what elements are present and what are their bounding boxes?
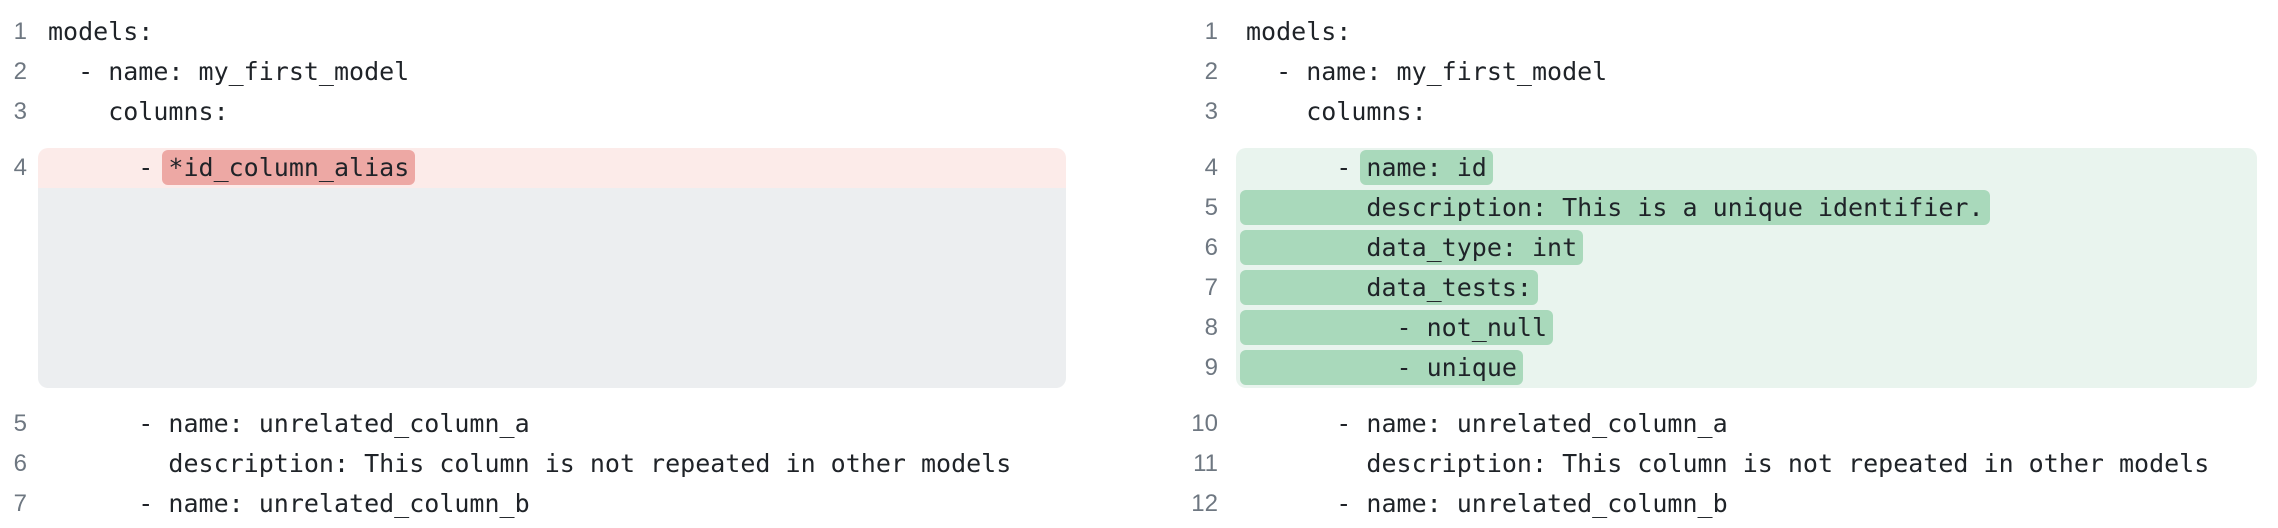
code-text: - name: unrelated_column_b bbox=[48, 489, 530, 518]
code-text: models: bbox=[1246, 17, 1352, 46]
code-line: 6 description: This column is not repeat… bbox=[0, 444, 1139, 484]
line-number: 1 bbox=[1204, 18, 1218, 45]
added-code-line: 8 - not_null bbox=[1139, 308, 2278, 348]
added-token-highlight: - not_null bbox=[1240, 310, 1554, 345]
line-number: 12 bbox=[1191, 490, 1218, 517]
added-code-line: 9 - unique bbox=[1139, 348, 2278, 388]
code-line: 1 models: bbox=[1139, 12, 2278, 52]
code-text: description: This column is not repeated… bbox=[48, 449, 1012, 478]
line-number: 6 bbox=[13, 450, 27, 477]
code-text: - name: my_first_model bbox=[1246, 57, 1608, 86]
code-text: description: This is a unique identifier… bbox=[1236, 188, 2257, 228]
line-number: 7 bbox=[1204, 274, 1218, 301]
code-line: 2 - name: my_first_model bbox=[0, 52, 1139, 92]
removed-code-line: 4 - *id_column_alias bbox=[0, 148, 1139, 188]
code-text: - not_null bbox=[1236, 308, 2257, 348]
line-number: 4 bbox=[1204, 154, 1218, 181]
code-text: models: bbox=[48, 17, 154, 46]
code-text: - name: id bbox=[1236, 148, 2257, 188]
code-text: - name: unrelated_column_a bbox=[48, 409, 530, 438]
line-number: 9 bbox=[1204, 354, 1218, 381]
filler-block bbox=[38, 188, 1066, 388]
code-text: columns: bbox=[1246, 97, 1427, 126]
added-token-highlight: - unique bbox=[1240, 350, 1523, 385]
code-line: 5 - name: unrelated_column_a bbox=[0, 404, 1139, 444]
added-code-line: 6 data_type: int bbox=[1139, 228, 2278, 268]
line-number: 4 bbox=[13, 154, 27, 181]
added-token-highlight: data_type: int bbox=[1240, 230, 1584, 265]
code-text: - name: unrelated_column_b bbox=[1246, 489, 1728, 518]
line-number: 2 bbox=[13, 58, 27, 85]
code-text: data_type: int bbox=[1236, 228, 2257, 268]
line-number: 6 bbox=[1204, 234, 1218, 261]
line-number: 7 bbox=[13, 490, 27, 517]
diff-panel-before: 1 models: 2 - name: my_first_model 3 col… bbox=[0, 12, 1139, 524]
line-number: 10 bbox=[1191, 410, 1218, 437]
code-line: 10 - name: unrelated_column_a bbox=[1139, 404, 2278, 444]
line-number: 2 bbox=[1204, 58, 1218, 85]
code-line: 2 - name: my_first_model bbox=[1139, 52, 2278, 92]
code-text-prefix: - bbox=[48, 153, 169, 182]
added-code-line: 5 description: This is a unique identifi… bbox=[1139, 188, 2278, 228]
code-line: 7 - name: unrelated_column_b bbox=[0, 484, 1139, 524]
code-text: data_tests: bbox=[1236, 268, 2257, 308]
added-token-highlight: name: id bbox=[1360, 150, 1493, 185]
code-text: columns: bbox=[48, 97, 229, 126]
line-number: 11 bbox=[1193, 450, 1218, 477]
code-line: 3 columns: bbox=[0, 92, 1139, 132]
added-code-line: 4 - name: id bbox=[1139, 148, 2278, 188]
line-number: 1 bbox=[13, 18, 27, 45]
code-line: 12 - name: unrelated_column_b bbox=[1139, 484, 2278, 524]
diff-panel-after: 1 models: 2 - name: my_first_model 3 col… bbox=[1139, 12, 2278, 524]
line-number: 3 bbox=[13, 98, 27, 125]
added-token-highlight: description: This is a unique identifier… bbox=[1240, 190, 1990, 225]
added-token-highlight: data_tests: bbox=[1240, 270, 1538, 305]
code-line: 3 columns: bbox=[1139, 92, 2278, 132]
line-number: 5 bbox=[13, 410, 27, 437]
code-text: - unique bbox=[1236, 348, 2257, 388]
line-number-empty bbox=[0, 188, 27, 388]
code-line: 11 description: This column is not repea… bbox=[1139, 444, 2278, 484]
code-text: - *id_column_alias bbox=[38, 148, 1066, 188]
added-code-line: 7 data_tests: bbox=[1139, 268, 2278, 308]
code-text-prefix: - bbox=[1246, 153, 1367, 182]
code-line: 1 models: bbox=[0, 12, 1139, 52]
collapsed-lines-filler bbox=[0, 188, 1139, 388]
line-number: 8 bbox=[1204, 314, 1218, 341]
code-text: - name: unrelated_column_a bbox=[1246, 409, 1728, 438]
line-number: 3 bbox=[1204, 98, 1218, 125]
code-text: - name: my_first_model bbox=[48, 57, 410, 86]
code-text: description: This column is not repeated… bbox=[1246, 449, 2210, 478]
removed-token-highlight: *id_column_alias bbox=[162, 150, 416, 185]
line-number: 5 bbox=[1204, 194, 1218, 221]
